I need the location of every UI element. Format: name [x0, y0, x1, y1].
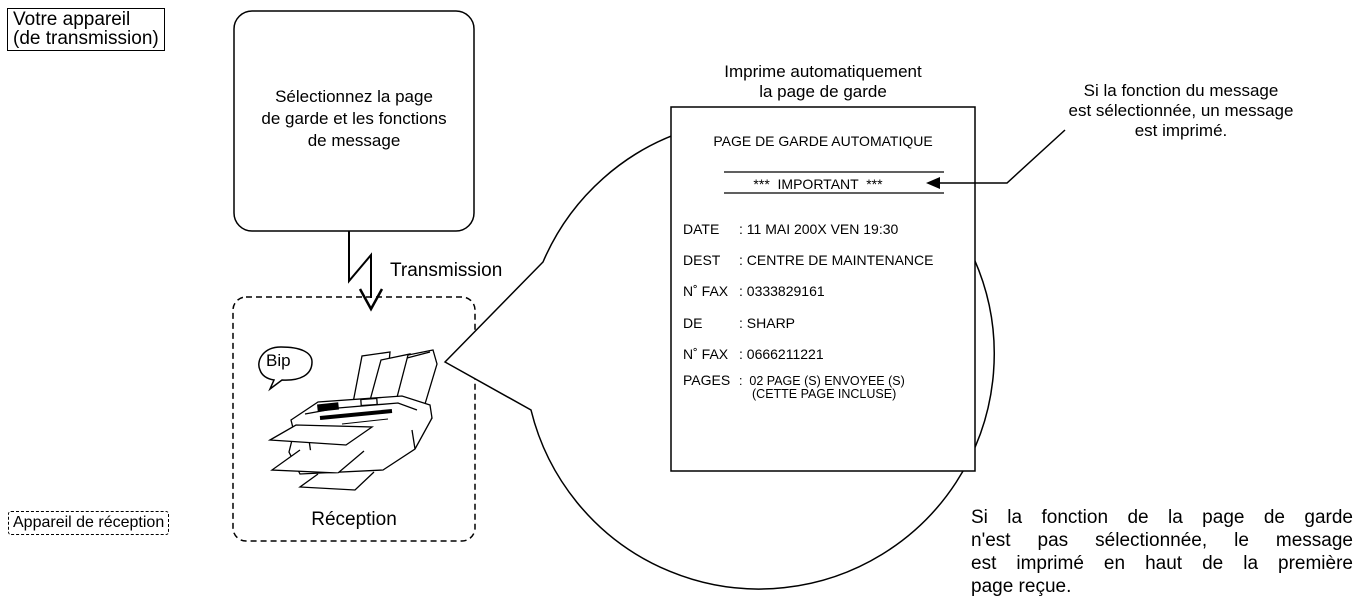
field-key: PAGES	[683, 372, 731, 388]
sender-label-line: (de transmission)	[13, 28, 159, 49]
caption-line: la page de garde	[759, 82, 887, 101]
note-line: n'est pas sélectionnée, le message	[971, 530, 1353, 551]
field-value: : 11 MAI 200X VEN 19:30	[739, 221, 899, 237]
bottom-note: Si la fonction de la page de garde n'est…	[971, 506, 1353, 598]
bip-label: Bip	[266, 351, 291, 370]
field-key: N˚ FAX	[683, 283, 729, 299]
cover-field-row: N˚ FAX : 0666211221	[683, 347, 824, 361]
transmission-label: Transmission	[390, 260, 503, 281]
cover-field-row: DEST : CENTRE DE MAINTENANCE	[683, 253, 933, 267]
field-value: : 02 PAGE (S) ENVOYEE (S)	[739, 374, 905, 388]
instruction-line: de garde et les fonctions	[261, 109, 447, 128]
sender-label-line: Votre appareil	[13, 9, 131, 30]
message-note: Si la fonction du message est sélectionn…	[1018, 81, 1344, 141]
note-line: page reçue.	[971, 576, 1072, 597]
cover-field-row: N˚ FAX : 0333829161	[683, 284, 825, 298]
cover-pages-note: (CETTE PAGE INCLUSE)	[752, 387, 897, 401]
sender-box	[233, 10, 475, 232]
receiver-device-label: Appareil de réception	[8, 511, 170, 535]
field-key: DATE	[683, 221, 720, 237]
bip-bubble-icon	[258, 346, 313, 392]
instruction-line: de message	[307, 131, 401, 150]
sender-device-label: Votre appareil (de transmission)	[7, 8, 165, 51]
transmission-arrow	[348, 231, 384, 312]
note-line: Si la fonction du message	[1083, 81, 1279, 100]
caption-line: Imprime automatiquement	[724, 62, 922, 81]
cover-page-message: *** IMPORTANT ***	[753, 176, 883, 192]
field-value: : 0333829161	[739, 283, 825, 299]
field-value: : CENTRE DE MAINTENANCE	[739, 252, 934, 268]
auto-print-caption: Imprime automatiquement la page de garde	[680, 62, 966, 102]
cover-field-row: DATE : 11 MAI 200X VEN 19:30	[683, 222, 898, 236]
cover-page-sheet	[670, 106, 976, 472]
field-value: : 0666211221	[739, 346, 824, 362]
cover-field-row: DE : SHARP	[683, 316, 795, 330]
note-line: est sélectionnée, un message	[1068, 101, 1294, 120]
field-key: DE	[683, 315, 703, 331]
message-pointer-arrow	[926, 129, 1066, 189]
cover-pages-row: PAGES : 02 PAGE (S) ENVOYEE (S)	[683, 373, 905, 388]
sender-instructions: Sélectionnez la page de garde et les fon…	[240, 86, 468, 152]
field-value: : SHARP	[739, 315, 796, 331]
note-line: Si la fonction de la page de garde	[971, 507, 1353, 528]
reception-label: Réception	[311, 509, 397, 530]
note-line: est imprimé.	[1134, 121, 1228, 140]
cover-page-title: PAGE DE GARDE AUTOMATIQUE	[713, 133, 933, 149]
instruction-line: Sélectionnez la page	[275, 87, 433, 106]
note-line: est imprimé en haut de la première	[971, 553, 1353, 574]
field-key: N˚ FAX	[683, 346, 729, 362]
field-key: DEST	[683, 252, 721, 268]
fax-machine-icon	[267, 349, 438, 491]
reception-box	[232, 296, 476, 542]
